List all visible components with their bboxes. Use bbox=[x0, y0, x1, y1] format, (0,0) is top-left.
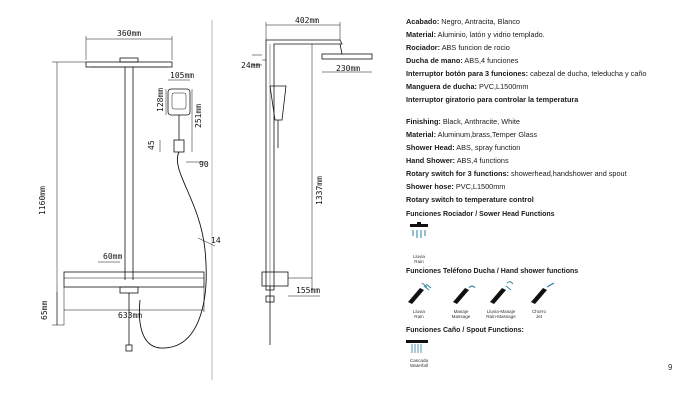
page-number: 9 bbox=[668, 363, 673, 372]
spec-es-rotary: Interruptor giratorio para controlar la … bbox=[406, 95, 579, 104]
spec-es-hose: Manguera de ducha: PVC,L1500mm bbox=[406, 82, 529, 91]
spec-en-hand: Hand Shower: ABS,4 functions bbox=[406, 156, 509, 165]
spec-es-head: Rociador: ABS funcion de rocio bbox=[406, 43, 510, 52]
dim-head-depth: 230mm bbox=[336, 64, 360, 73]
head-functions-title: Funciones Rociador / Sower Head Function… bbox=[406, 211, 555, 218]
rain-head-icon bbox=[410, 222, 428, 238]
dim-handset-height: 128mm bbox=[156, 88, 165, 112]
side-column bbox=[265, 39, 343, 291]
spec-en-switch: Rotary switch for 3 functions: showerhea… bbox=[406, 169, 627, 178]
side-dimension-lines bbox=[211, 20, 372, 380]
dim-shelf-offset: 60mm bbox=[103, 252, 122, 261]
front-dimension-lines bbox=[52, 36, 216, 326]
spec-en-hose: Shower hose: PVC,L1500mm bbox=[406, 182, 506, 191]
dim-side-height: 1337mm bbox=[315, 176, 324, 205]
hand-rain-massage-icon bbox=[490, 281, 514, 304]
spec-en-finish: Finishing: Black, Anthracite, White bbox=[406, 117, 520, 126]
hand-rain-icon bbox=[408, 282, 432, 304]
side-shelf bbox=[261, 271, 289, 345]
dim-handset-width: 105mm bbox=[170, 71, 194, 80]
spec-es-hand: Ducha de mano: ABS,4 funciones bbox=[406, 56, 519, 65]
side-handset bbox=[269, 85, 287, 148]
spec-en-rotary: Rotary switch to temperature control bbox=[406, 195, 534, 204]
dim-head-width: 360mm bbox=[117, 29, 141, 38]
hand-massage-icon bbox=[453, 285, 476, 304]
hand-jet-icon bbox=[531, 282, 555, 304]
dim-hose-angle: 90 bbox=[199, 160, 209, 169]
front-handset bbox=[167, 88, 191, 153]
dim-arm-drop: 24mm bbox=[241, 61, 260, 70]
technical-drawings: 360mm 1160mm 105mm 128mm 251mm 45 90 14 … bbox=[38, 16, 373, 380]
front-shower-head bbox=[85, 57, 173, 68]
spec-es-material: Material: Aluminio, latón y vidrio templ… bbox=[406, 30, 545, 39]
waterfall-spout-icon bbox=[406, 340, 428, 353]
side-shower-head bbox=[321, 43, 373, 60]
hand-functions-title: Funciones Teléfono Ducha / Hand shower f… bbox=[406, 268, 579, 275]
front-hose bbox=[138, 151, 207, 349]
front-column bbox=[124, 67, 134, 280]
dim-shelf-width: 633mm bbox=[118, 311, 142, 320]
spec-en-head: Shower Head: ABS, spray function bbox=[406, 143, 521, 152]
spec-en-material: Material: Aluminum,brass,Temper Glass bbox=[406, 130, 537, 139]
spec-es-finish: Acabado: Negro, Antracita, Blanco bbox=[406, 17, 520, 26]
dim-holder-offset: 45 bbox=[147, 140, 156, 150]
dim-arm-reach: 402mm bbox=[295, 16, 319, 25]
dim-total-height: 1160mm bbox=[38, 186, 47, 215]
dim-side-shelf: 155mm bbox=[296, 286, 320, 295]
dim-bottom-height: 65mm bbox=[40, 301, 49, 320]
front-shelf bbox=[63, 271, 205, 352]
dim-hose-tilt: 14 bbox=[211, 236, 221, 245]
spout-functions-title: Funciones Caño / Spout Functions: bbox=[406, 327, 524, 334]
spec-es-switch: Interruptor botón para 3 funciones: cabe… bbox=[406, 69, 647, 78]
dim-handset-offset: 251mm bbox=[194, 104, 203, 128]
